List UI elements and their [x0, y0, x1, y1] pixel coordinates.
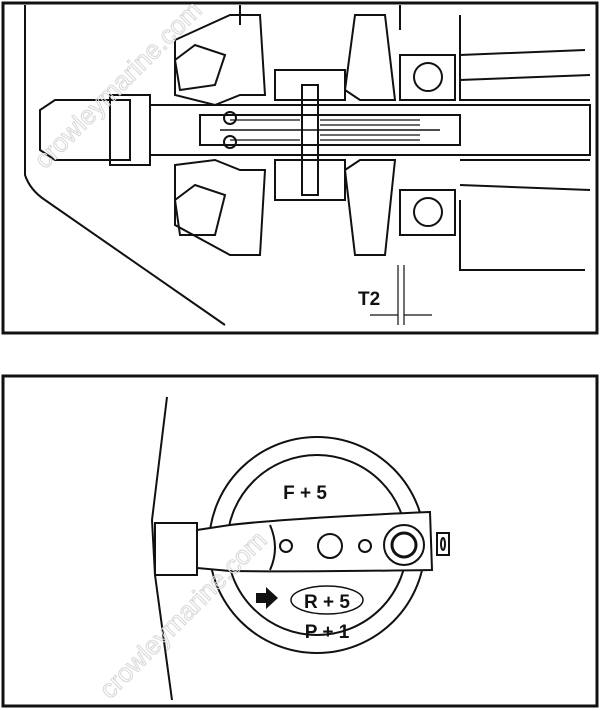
- forward-label: F + 5: [283, 483, 327, 504]
- highlight-ellipse: [290, 585, 364, 615]
- small-hole: [279, 539, 293, 553]
- cross-pin: [301, 84, 319, 196]
- forward-gear-top: [174, 14, 267, 107]
- ball-bearing-top: [399, 54, 456, 101]
- lever-tab: [436, 532, 450, 556]
- small-hole: [358, 539, 372, 553]
- reverse-gear-bottom: [343, 159, 397, 256]
- bottom-frame: [1, 374, 599, 708]
- shaft-end: [39, 99, 131, 161]
- dog-clutch-bottom: [274, 159, 346, 201]
- roller-bearing-top: [173, 43, 227, 92]
- housing-right-bottom: [459, 159, 591, 271]
- bottom-figure-shim-selector: F + 5 R + 5 P + 1: [1, 374, 599, 708]
- reverse-gear-top: [343, 14, 397, 101]
- detent-ball: [223, 111, 237, 125]
- arrow-right-icon: [256, 587, 278, 609]
- main-shaft: [149, 104, 591, 156]
- ball-bearing-ball: [413, 197, 443, 227]
- park-label: P + 1: [305, 622, 350, 643]
- top-figure-shaft-cross-section: T2: [1, 1, 599, 335]
- housing-lines: [239, 5, 401, 30]
- top-frame: [1, 1, 599, 335]
- detent-ball: [223, 135, 237, 149]
- ball-bearing-bottom: [399, 189, 456, 236]
- reverse-label: R + 5: [304, 592, 350, 613]
- medium-hole: [317, 533, 343, 559]
- t2-label: T2: [358, 289, 380, 310]
- spring-coils: [230, 119, 420, 141]
- inner-shaft: [199, 114, 461, 146]
- pivot-hole: [390, 531, 418, 559]
- lever-base: [154, 522, 198, 576]
- tab-slot: [440, 537, 446, 551]
- housing-edge: [24, 5, 226, 326]
- housing-edge: [150, 396, 173, 701]
- housing-right-top: [459, 15, 591, 101]
- roller-bearing-bottom: [173, 183, 227, 236]
- pivot-ring: [383, 524, 425, 566]
- forward-gear-bottom: [174, 158, 267, 256]
- ball-bearing-ball: [413, 62, 443, 92]
- watermark: crowleymarine.com: [28, 0, 208, 174]
- lever-arm: [196, 510, 434, 573]
- lever-curve: [269, 524, 276, 571]
